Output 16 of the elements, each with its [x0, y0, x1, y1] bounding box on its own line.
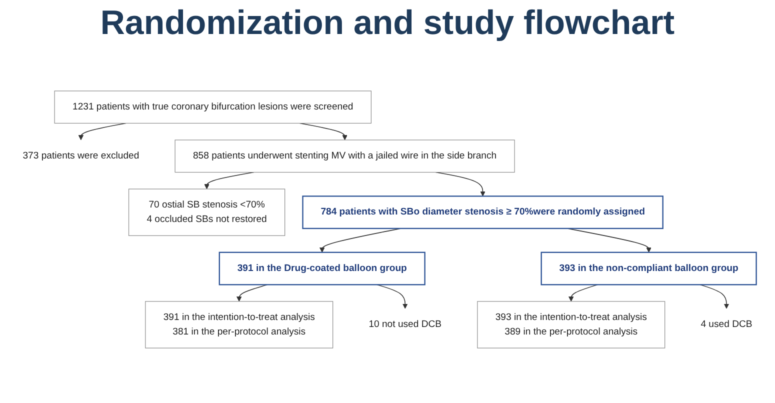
node-text: 373 patients were excluded — [22, 150, 140, 161]
node-text: 10 not used DCB — [368, 319, 442, 330]
node-box: 858 patients underwent stenting MV with a jailed wire in the side branch — [174, 140, 515, 173]
node-box: 393 in the non-compliant balloon group — [540, 252, 757, 286]
arrow — [78, 122, 126, 140]
diagram-title: Randomization and study flowchart — [99, 4, 676, 43]
node-box: 70 ostial SB stenosis <70% 4 occluded SBs not restored — [128, 188, 286, 236]
node-box: 1231 patients with true coronary bifurcation lesions were screened — [54, 90, 372, 124]
node-text: 4 used DCB — [700, 319, 752, 330]
node-box: 391 in the Drug-coated balloon group — [218, 252, 426, 286]
arrow — [299, 122, 348, 140]
arrow — [435, 172, 486, 196]
node-box: 784 patients with SBo diameter stenosis ≥ 70%were randomly assigned — [302, 196, 664, 230]
arrow — [204, 172, 254, 190]
node-box: 393 in the intention-to-treat analysis 389 in the per-protocol analysis — [477, 301, 666, 348]
node-box: 391 in the intention-to-treat analysis 381 in the per-protocol analysis — [145, 301, 334, 348]
